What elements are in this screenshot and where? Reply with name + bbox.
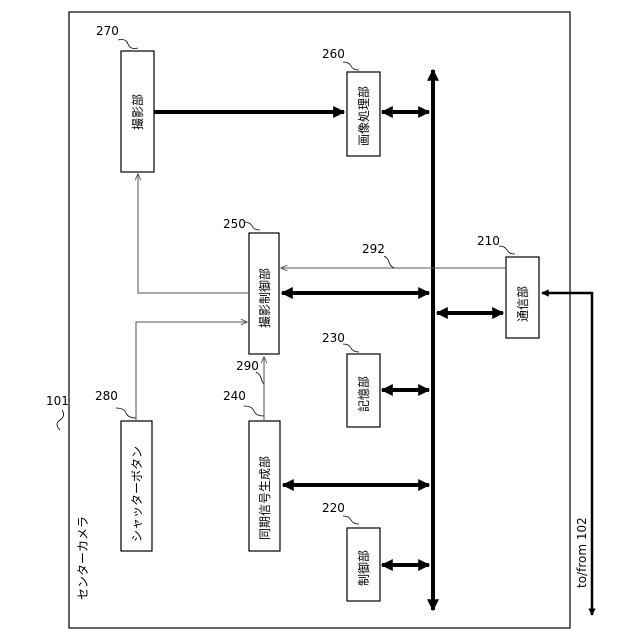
control-ref: 220 [322,501,345,515]
communication-ref-leader [499,246,515,254]
camera-title: センターカメラ [76,516,90,600]
sync-line-ref: 290 [236,359,259,373]
image-processing-ref-leader [343,62,359,70]
sync-line-ref-leader [256,372,264,384]
shutter-to-control-line [136,322,247,421]
storage-label: 記憶部 [356,376,371,412]
shutter-button-label: シャッターボタン [130,446,144,542]
comm-line-ref-leader [384,256,394,268]
sync-generator-label: 同期信号生成部 [257,456,272,540]
imaging-control-ref-leader [244,222,260,230]
control-label: 制御部 [356,550,371,586]
shutter-button-ref-leader [116,408,136,418]
storage-ref-leader [343,344,359,352]
communication-ref: 210 [477,234,500,248]
comm-line-ref: 292 [362,242,385,256]
sync-generator-ref-leader [244,406,264,416]
shutter-button-ref: 280 [95,389,118,403]
external-label: to/from 102 [575,517,589,588]
control-to-imaging-line [138,174,249,293]
camera-ref: 101 [46,394,69,408]
imaging-control-ref: 250 [223,217,246,231]
storage-ref: 230 [322,331,345,345]
imaging-label: 撮影部 [130,94,145,130]
sync-generator-ref: 240 [223,389,246,403]
communication-label: 通信部 [515,286,530,322]
image-processing-ref: 260 [322,47,345,61]
image-processing-label: 画像処理部 [356,86,371,146]
camera-ref-leader [57,410,64,430]
control-ref-leader [343,516,359,524]
imaging-control-label: 撮影制御部 [257,268,272,328]
imaging-ref: 270 [96,24,119,38]
imaging-ref-leader [118,40,138,49]
